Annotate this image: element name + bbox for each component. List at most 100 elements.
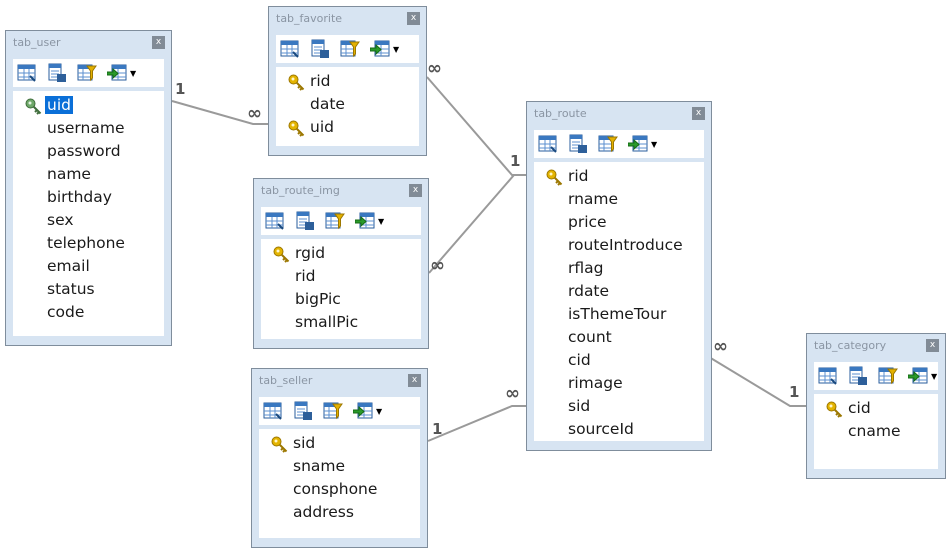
field-row[interactable]: uid [276, 117, 419, 140]
field-row[interactable]: telephone [13, 233, 164, 256]
field-row[interactable]: rid [276, 71, 419, 94]
table-toolbar: ▼ [259, 397, 420, 425]
field-row[interactable]: sex [13, 210, 164, 233]
table-title: tab_route_img [261, 184, 340, 197]
field-row[interactable]: rid [534, 166, 704, 189]
table-design-icon[interactable] [568, 134, 588, 154]
field-row[interactable]: rflag [534, 258, 704, 281]
field-row[interactable]: price [534, 212, 704, 235]
close-icon[interactable]: x [152, 36, 165, 49]
grid-icon[interactable] [265, 211, 285, 231]
table-design-icon[interactable] [310, 39, 330, 59]
field-row[interactable]: name [13, 164, 164, 187]
field-row[interactable]: status [13, 279, 164, 302]
field-row[interactable]: sname [259, 456, 420, 479]
field-row[interactable]: sid [534, 396, 704, 419]
export-icon[interactable] [907, 366, 928, 386]
close-icon[interactable]: x [407, 12, 420, 25]
chevron-down-icon[interactable]: ▼ [130, 69, 137, 78]
field-row[interactable]: uid [13, 95, 164, 118]
field-name: address [293, 503, 354, 521]
field-row[interactable]: rgid [261, 243, 421, 266]
field-row[interactable]: email [13, 256, 164, 279]
export-icon[interactable] [627, 134, 648, 154]
rel-user-favorite[interactable] [171, 100, 270, 125]
chevron-down-icon[interactable]: ▼ [931, 372, 938, 381]
export-icon[interactable] [369, 39, 390, 59]
chevron-down-icon[interactable]: ▼ [378, 217, 385, 226]
field-row[interactable]: rname [534, 189, 704, 212]
field-row[interactable]: address [259, 502, 420, 525]
field-name: cname [848, 422, 901, 440]
chevron-down-icon[interactable]: ▼ [393, 45, 400, 54]
field-row[interactable]: count [534, 327, 704, 350]
field-name: birthday [47, 188, 112, 206]
key-filter-icon[interactable] [340, 39, 360, 59]
grid-icon[interactable] [263, 401, 283, 421]
cardinality-one: 1 [432, 420, 443, 438]
close-icon[interactable]: x [692, 107, 705, 120]
table-design-icon[interactable] [848, 366, 868, 386]
grid-icon[interactable] [818, 366, 838, 386]
table-design-icon[interactable] [47, 63, 67, 83]
field-row[interactable]: sourceId [534, 419, 704, 442]
field-name: rid [295, 267, 316, 285]
field-row[interactable]: code [13, 302, 164, 325]
export-icon[interactable] [106, 63, 127, 83]
field-row[interactable]: bigPic [261, 289, 421, 312]
export-icon[interactable] [354, 211, 375, 231]
field-name: email [47, 257, 90, 275]
field-name: date [310, 95, 345, 113]
table-design-icon[interactable] [295, 211, 315, 231]
key-filter-icon[interactable] [878, 366, 898, 386]
field-row[interactable]: cid [534, 350, 704, 373]
export-icon[interactable] [352, 401, 373, 421]
table-design-icon[interactable] [293, 401, 313, 421]
field-name: uid [310, 118, 334, 136]
chevron-down-icon[interactable]: ▼ [376, 407, 383, 416]
chevron-down-icon[interactable]: ▼ [651, 140, 658, 149]
close-icon[interactable]: x [409, 184, 422, 197]
primary-key-icon [288, 74, 305, 91]
field-row[interactable]: rimage [534, 373, 704, 396]
key-filter-icon[interactable] [598, 134, 618, 154]
grid-icon[interactable] [280, 39, 300, 59]
field-row[interactable]: date [276, 94, 419, 117]
field-row[interactable]: smallPic [261, 312, 421, 335]
field-row[interactable]: cname [814, 421, 938, 444]
field-row[interactable]: rid [261, 266, 421, 289]
key-filter-icon[interactable] [325, 211, 345, 231]
close-icon[interactable]: x [408, 374, 421, 387]
field-row[interactable]: rdate [534, 281, 704, 304]
field-row[interactable]: password [13, 141, 164, 164]
field-row[interactable]: birthday [13, 187, 164, 210]
table-header[interactable]: tab_route_img x [254, 179, 428, 201]
key-filter-icon[interactable] [77, 63, 97, 83]
field-row[interactable]: routeIntroduce [534, 235, 704, 258]
cardinality-one: 1 [789, 383, 800, 401]
field-row[interactable]: cid [814, 398, 938, 421]
close-icon[interactable]: x [926, 339, 939, 352]
grid-icon[interactable] [538, 134, 558, 154]
rel-routeimg-route[interactable] [428, 174, 526, 274]
field-row[interactable]: isThemeTour [534, 304, 704, 327]
field-row[interactable]: username [13, 118, 164, 141]
rel-seller-route[interactable] [427, 405, 526, 442]
rel-category-route[interactable] [708, 356, 806, 407]
grid-icon[interactable] [17, 63, 37, 83]
field-row[interactable]: consphone [259, 479, 420, 502]
key-filter-icon[interactable] [323, 401, 343, 421]
field-row[interactable]: sid [259, 433, 420, 456]
